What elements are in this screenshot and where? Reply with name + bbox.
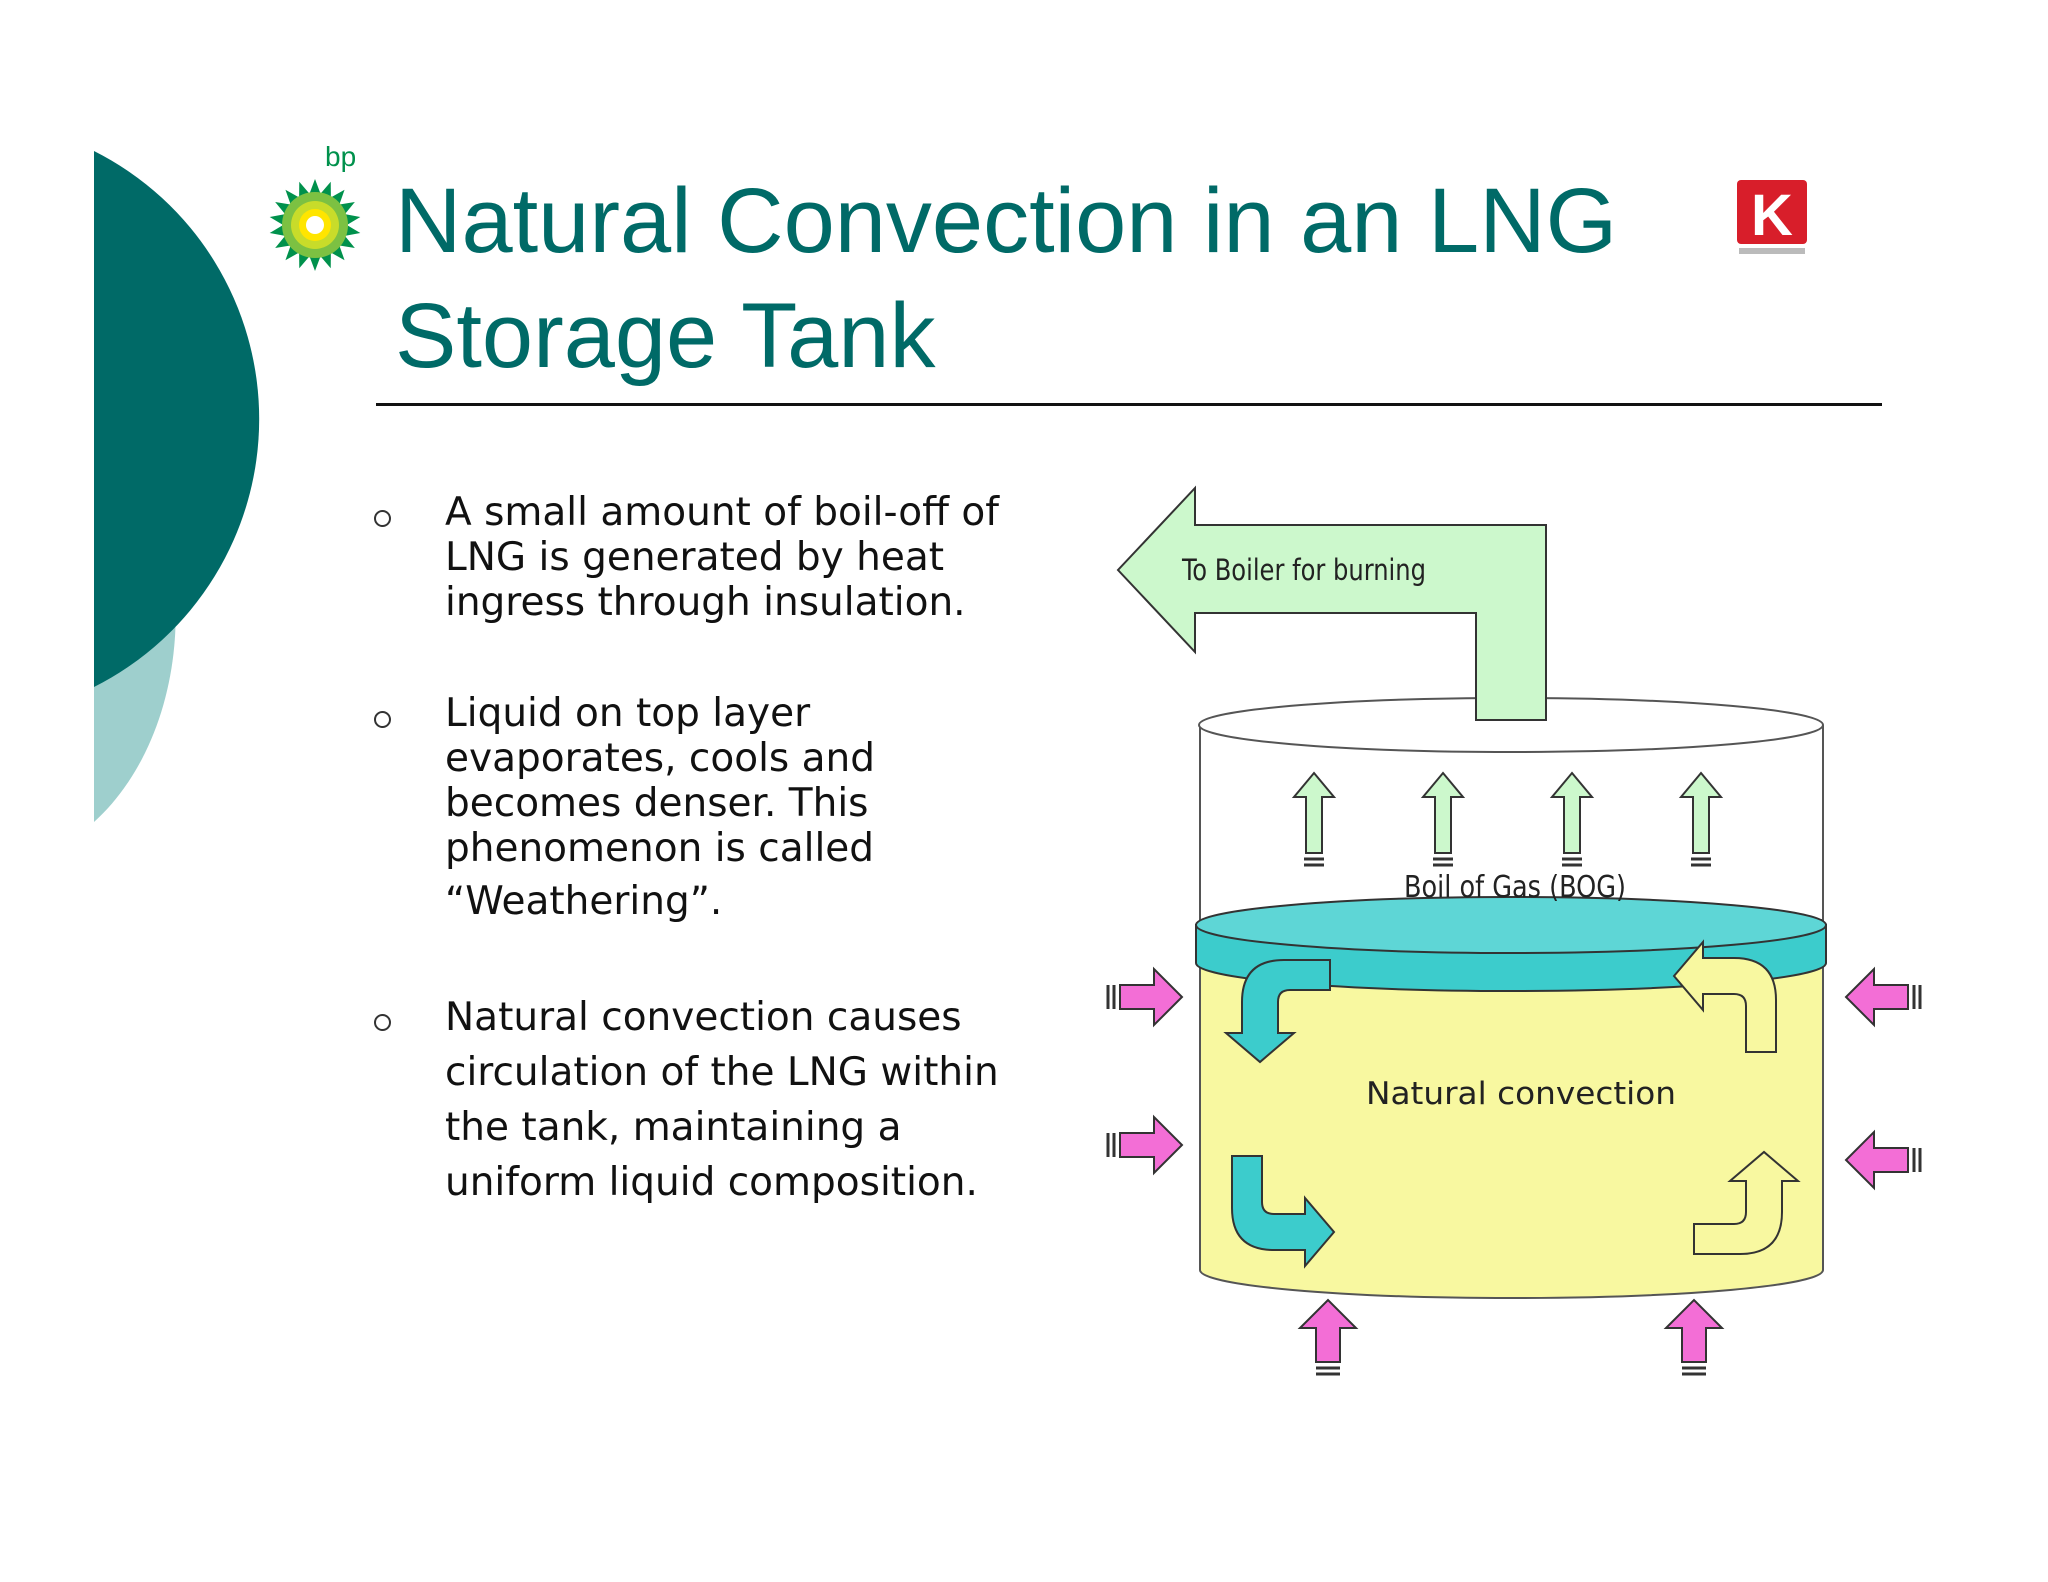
convection-arrow-bottom-left [1231, 1155, 1336, 1269]
tank-liquid [1199, 919, 1824, 1300]
to-boiler-arrow: To Boiler for burning [1116, 485, 1547, 721]
title-line-2: Storage Tank [395, 285, 936, 387]
bp-logo-text: bp [325, 141, 356, 172]
bullet-line: LNG is generated by heat [445, 535, 945, 580]
bullet-line: Liquid on top layer [445, 691, 811, 736]
tank [1195, 697, 1827, 1300]
bullet-circle-icon [374, 1014, 391, 1031]
bullet-line: “Weathering”. [445, 879, 723, 924]
convection-arrow-top-right [1672, 939, 1777, 1053]
convection-arrows [1223, 939, 1801, 1269]
k-logo-text: K [1751, 183, 1793, 248]
to-boiler-label: To Boiler for burning [1181, 553, 1426, 587]
bullet-list: A small amount of boil-off of LNG is gen… [370, 490, 1070, 1210]
page-title: Natural Convection in an LNG Storage Tan… [395, 164, 1695, 394]
title-line-1: Natural Convection in an LNG [395, 170, 1618, 272]
lng-tank-diagram: To Boiler for burning Boil of Gas (BOG) … [1106, 485, 1922, 1376]
convection-arrow-bottom-right [1693, 1150, 1801, 1255]
convection-label: Natural convection [1366, 1076, 1676, 1112]
decorative-circle-dark [94, 151, 260, 687]
bullet-line: evaporates, cools and [445, 736, 876, 781]
bullet-line: uniform liquid composition. [445, 1160, 978, 1205]
bullet-line: becomes denser. This [445, 781, 869, 826]
bullet-line: ingress through insulation. [445, 580, 966, 625]
bullet-line: the tank, maintaining a [445, 1105, 902, 1150]
decorative-circles [94, 151, 260, 822]
bog-label: Boil of Gas (BOG) [1404, 870, 1626, 905]
title-divider [376, 403, 1882, 406]
bullet-circle-icon [374, 711, 391, 728]
bullet-line: phenomenon is called [445, 826, 875, 871]
bullet-item: Natural convection causes circulation of… [370, 990, 1070, 1210]
bullet-item: Liquid on top layer evaporates, cools an… [370, 691, 1070, 924]
bullet-circle-icon [374, 510, 391, 527]
convection-arrow-top-left [1223, 959, 1331, 1064]
bp-logo: bp [269, 141, 361, 271]
k-line-logo: K [1737, 180, 1807, 254]
bullet-line: A small amount of boil-off of [445, 490, 1000, 535]
tank-liquid-surface-top [1195, 896, 1827, 954]
bp-helios-icon [269, 179, 361, 271]
bullet-line: circulation of the LNG within [445, 1050, 999, 1095]
bullet-item: A small amount of boil-off of LNG is gen… [370, 490, 1070, 625]
bullet-line: Natural convection causes [445, 995, 962, 1040]
